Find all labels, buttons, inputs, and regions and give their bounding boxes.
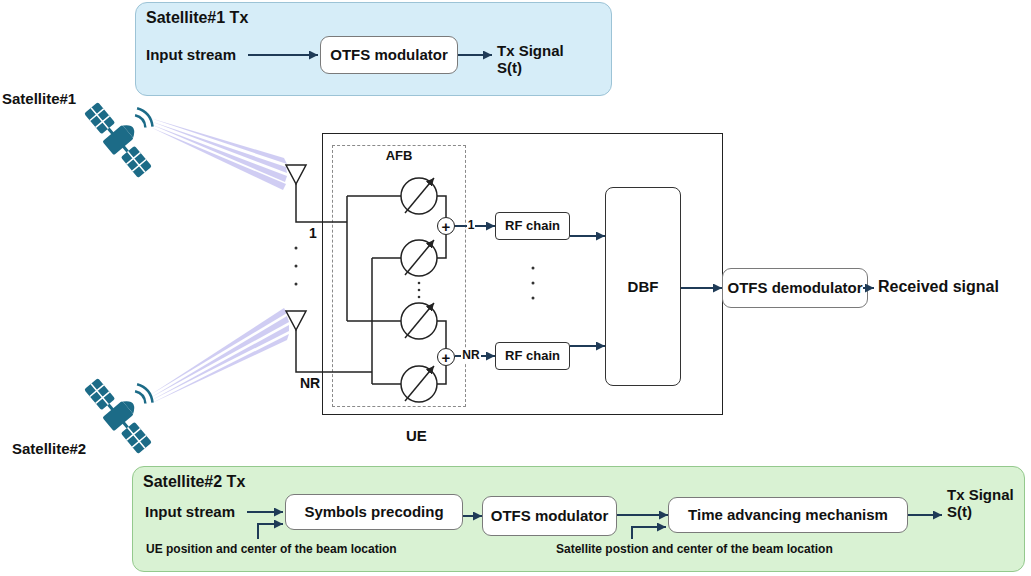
phase-shifter [405, 366, 434, 401]
ellipsis-dots [532, 297, 535, 300]
ellipsis-dots [295, 247, 535, 300]
beam [150, 118, 289, 404]
ellipsis-dots [295, 247, 298, 250]
phase-shifter [405, 178, 434, 213]
signal-connector [681, 287, 722, 289]
ellipsis-dots [295, 265, 298, 268]
beam [150, 124, 287, 182]
satellite-icon [123, 397, 138, 413]
beam [150, 127, 286, 190]
phase-shifter [405, 303, 434, 338]
tx-panel: Satellite#2 Tx Symbols precoding OTFS modu… [132, 466, 1025, 572]
box-label: OTFS modulator [326, 46, 452, 63]
process-box: OTFS modulator [482, 496, 617, 536]
phase-shifter [401, 366, 437, 402]
box-label: OTFS demodulator [724, 279, 867, 296]
phase-shifter [401, 303, 437, 339]
phase-shifter [401, 178, 437, 402]
signal-arrow [248, 54, 318, 56]
box-label: Time advancing mechanism [684, 506, 892, 523]
text-label: Satellite#1 [2, 90, 76, 107]
beam [150, 325, 289, 401]
process-box: OTFS modulator [320, 36, 458, 74]
signal-arrow [908, 514, 942, 516]
signal-arrow [247, 511, 283, 513]
antenna-wiring [286, 165, 306, 184]
signal-connector [570, 345, 605, 347]
adder-circle: + [437, 217, 455, 235]
beam [150, 334, 289, 404]
box-label: Symbols precoding [300, 503, 447, 520]
ellipsis-dots [418, 282, 421, 285]
satellite-icon [133, 382, 156, 407]
box-label: + [442, 350, 451, 365]
box-label: DBF [624, 278, 663, 295]
antenna-wiring [296, 184, 401, 321]
satellite-icon [84, 102, 152, 178]
phase-shifter [401, 178, 437, 214]
text-label: NR [300, 375, 320, 391]
text-label: Satellite#2 [12, 440, 86, 457]
text-label: Satellite postion and center of the beam… [556, 543, 833, 557]
antenna-wiring [286, 165, 446, 384]
edge-label: 1 [467, 219, 476, 232]
beam [150, 121, 287, 173]
box-label: RF chain [501, 219, 564, 234]
signal-arrow [863, 287, 874, 289]
satellite-icon [84, 378, 152, 454]
antenna-wiring [296, 258, 401, 384]
ellipsis-dots [532, 282, 535, 285]
signal-arrow [458, 54, 492, 56]
text-label: Input stream [145, 503, 235, 520]
rf-chain-box: RF chain [495, 212, 570, 240]
process-box: Time advancing mechanism [668, 497, 908, 533]
satellite-icon [81, 359, 175, 457]
process-box: Symbols precoding [285, 494, 463, 530]
process-box: OTFS demodulator [722, 268, 868, 308]
ellipsis-dots [295, 283, 298, 286]
text-label: Received signal [878, 278, 999, 296]
edge-label: NR [461, 349, 480, 362]
text-label: UE position and center of the beam locat… [146, 543, 397, 557]
box-label: + [442, 219, 451, 234]
text-label: Tx Signal S(t) [947, 486, 1022, 521]
antenna-wiring [286, 311, 306, 330]
ue-box: UEAFB++RF chainRF chainDBF [322, 133, 723, 415]
beam [150, 316, 289, 398]
signal-connector [570, 235, 605, 237]
ellipsis-dots [418, 296, 421, 299]
rf-chain-box: RF chain [495, 342, 570, 370]
heading: Satellite#2 Tx [143, 473, 245, 491]
dbf-box: DBF [605, 187, 681, 386]
ellipsis-dots [532, 267, 535, 270]
satellite-icon [133, 106, 156, 131]
heading: AFB [333, 149, 465, 164]
beam [150, 308, 287, 395]
satellite-icon [81, 83, 175, 181]
text-label: 1 [309, 225, 317, 241]
text-label: Input stream [146, 46, 236, 63]
heading: UE [406, 427, 427, 444]
box-label: RF chain [501, 349, 564, 364]
box-label: OTFS modulator [487, 507, 613, 524]
adder-circle: + [437, 348, 455, 366]
signal-connector [463, 515, 482, 517]
ellipsis-dots [418, 289, 421, 292]
heading: Satellite#1 Tx [146, 9, 248, 27]
phase-shifter [401, 240, 437, 276]
satellite-icon [123, 121, 138, 137]
text-label: Tx Signal S(t) [497, 42, 577, 77]
signal-connector [617, 514, 668, 516]
phase-shifter [405, 240, 434, 275]
